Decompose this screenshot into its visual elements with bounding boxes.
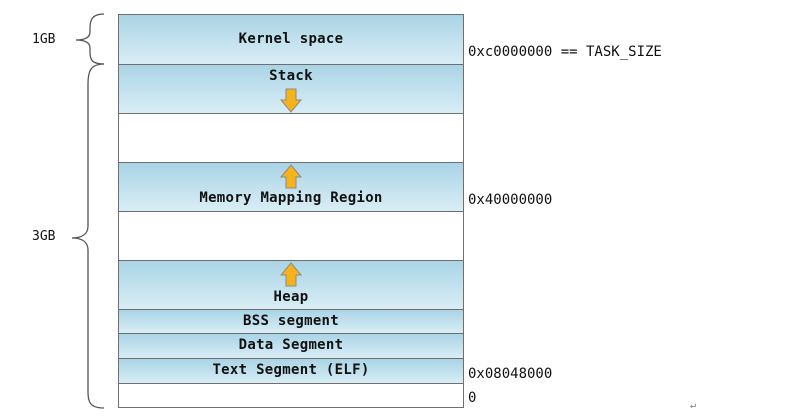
kernel-space-segment: Kernel space bbox=[119, 15, 463, 65]
free-gap-upper bbox=[119, 114, 463, 163]
heap-segment: Heap bbox=[119, 261, 463, 310]
kernel-size-label: 1GB bbox=[32, 32, 56, 47]
text-start-address: 0x08048000 bbox=[468, 366, 553, 382]
reserved-low-region bbox=[119, 384, 463, 407]
text-segment: Text Segment (ELF) bbox=[119, 359, 463, 384]
brace-group bbox=[71, 13, 105, 409]
bss-label: BSS segment bbox=[242, 313, 340, 329]
address-space-column: Kernel space Stack Memory Mapping Region… bbox=[118, 14, 464, 408]
user-brace-icon bbox=[71, 63, 105, 409]
kernel-space-label: Kernel space bbox=[238, 31, 344, 47]
kernel-brace-icon bbox=[75, 13, 105, 65]
zero-address: 0 bbox=[468, 390, 477, 406]
data-segment-label: Data Segment bbox=[238, 337, 344, 353]
arrow-up-icon bbox=[279, 262, 303, 287]
data-segment: Data Segment bbox=[119, 334, 463, 359]
mmap-base-address: 0x40000000 bbox=[468, 192, 553, 208]
stack-segment: Stack bbox=[119, 65, 463, 114]
free-gap-lower bbox=[119, 212, 463, 261]
task-size-address: 0xc0000000 == TASK_SIZE bbox=[468, 44, 662, 60]
arrow-down-icon bbox=[279, 88, 303, 113]
text-segment-label: Text Segment (ELF) bbox=[212, 362, 370, 378]
memory-mapping-segment: Memory Mapping Region bbox=[119, 163, 463, 212]
stack-label: Stack bbox=[269, 68, 313, 84]
heap-label: Heap bbox=[273, 289, 309, 305]
user-size-label: 3GB bbox=[32, 229, 56, 244]
return-mark: ↵ bbox=[690, 400, 697, 411]
bss-segment: BSS segment bbox=[119, 310, 463, 334]
arrow-up-icon bbox=[279, 164, 303, 189]
memory-mapping-label: Memory Mapping Region bbox=[199, 190, 383, 206]
